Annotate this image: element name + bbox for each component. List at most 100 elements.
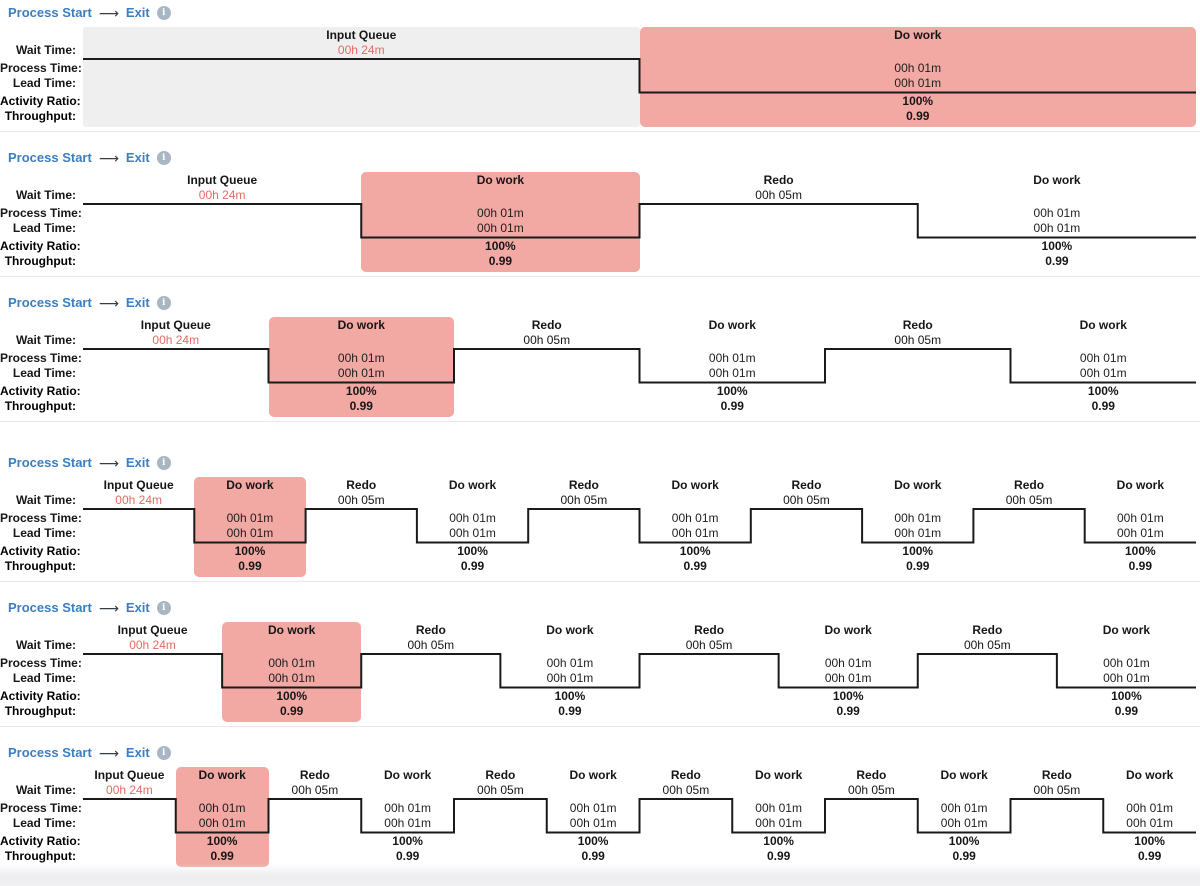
wait-time-value: 00h 05m [560, 493, 608, 507]
info-icon[interactable]: i [156, 601, 171, 615]
process-time-value: 00h 01m [268, 656, 316, 670]
process-time-value: 00h 01m [1126, 801, 1173, 815]
lead-time-label: Lead Time: [12, 671, 76, 685]
wait-time-value: 00h 05m [848, 783, 895, 797]
process-start-link[interactable]: Process Start [8, 5, 92, 20]
process-start-link[interactable]: Process Start [8, 455, 92, 470]
lead-time-value: 00h 01m [1079, 366, 1127, 380]
wait-time-value: 00h 24m [198, 188, 246, 202]
wait-time-value: 00h 24m [337, 43, 385, 57]
exit-link[interactable]: Exit [125, 600, 150, 615]
activity-ratio-label: Activity Ratio: [0, 834, 81, 848]
throughput-value: 0.99 [349, 399, 373, 413]
process-start-link[interactable]: Process Start [8, 745, 92, 760]
segment-label: Do work [1116, 478, 1164, 492]
throughput-label: Throughput: [4, 849, 76, 863]
lead-time-value: 00h 01m [755, 816, 802, 830]
process-start-link[interactable]: Process Start [8, 295, 92, 310]
segment-label: Do work [383, 768, 432, 782]
activity-ratio-label: Activity Ratio: [0, 384, 81, 398]
activity-ratio-value: 100% [679, 544, 711, 558]
info-icon[interactable]: i [156, 746, 171, 760]
segment-label: Do work [1079, 318, 1127, 332]
activity-ratio-value: 100% [276, 689, 308, 703]
info-icon[interactable]: i [156, 151, 171, 165]
exit-link[interactable]: Exit [125, 455, 150, 470]
process-time-value: 00h 01m [569, 801, 617, 815]
process-time-value: 00h 01m [337, 351, 385, 365]
process-start-link[interactable]: Process Start [8, 600, 92, 615]
segment-label: Do work [546, 623, 594, 637]
info-icon[interactable]: i [156, 456, 171, 470]
process-time-value: 00h 01m [477, 206, 524, 220]
activity-ratio-value: 100% [1087, 384, 1119, 398]
lead-time-value: 00h 01m [569, 816, 617, 830]
wait-time-value: 00h 05m [783, 493, 830, 507]
wait-time-label: Wait Time: [15, 333, 76, 347]
throughput-label: Throughput: [4, 704, 76, 718]
exit-link[interactable]: Exit [125, 5, 150, 20]
wait-time-value: 00h 05m [291, 783, 339, 797]
segment-label: Do work [824, 623, 872, 637]
lead-time-value: 00h 01m [546, 671, 594, 685]
segment-label: Input Queue [94, 768, 165, 782]
metric-labels-column: Wait Time: Process Time: Lead Time: Acti… [0, 317, 82, 417]
exit-link[interactable]: Exit [125, 150, 150, 165]
segment-label: Redo [763, 173, 794, 187]
exit-link[interactable]: Exit [125, 745, 150, 760]
lead-time-value: 00h 01m [894, 76, 942, 90]
segment-label: Redo [856, 768, 887, 782]
throughput-value: 0.99 [1091, 399, 1115, 413]
process-path-header: Process Start ⟶ Exit i [8, 295, 171, 311]
throughput-value: 0.99 [238, 559, 262, 573]
arrow-right-icon: ⟶ [98, 150, 119, 166]
activity-ratio-value: 100% [1041, 239, 1073, 253]
segment-label: Do work [1102, 623, 1151, 637]
throughput-label: Throughput: [4, 254, 76, 268]
throughput-value: 0.99 [836, 704, 860, 718]
process-time-value: 00h 01m [894, 61, 942, 75]
wait-time-value: 00h 05m [523, 333, 571, 347]
wait-time-label: Wait Time: [15, 188, 76, 202]
wait-time-value: 00h 05m [407, 638, 455, 652]
process-timeline-row: Process Start ⟶ Exit i Wait Time: Proces… [0, 0, 1200, 145]
segment-label: Input Queue [103, 478, 174, 492]
lead-time-value: 00h 01m [384, 816, 431, 830]
segment-label: Do work [476, 173, 525, 187]
activity-ratio-value: 100% [763, 834, 794, 848]
process-start-link[interactable]: Process Start [8, 150, 92, 165]
activity-ratio-value: 100% [457, 544, 488, 558]
info-icon[interactable]: i [156, 6, 171, 20]
row-divider [0, 581, 1200, 582]
process-path-header: Process Start ⟶ Exit i [8, 150, 171, 166]
segment-label: Do work [448, 478, 497, 492]
info-icon[interactable]: i [156, 296, 171, 310]
segment-label: Do work [1125, 768, 1174, 782]
segment-label: Do work [708, 318, 756, 332]
exit-link[interactable]: Exit [125, 295, 150, 310]
activity-ratio-value: 100% [832, 689, 864, 703]
lead-time-value: 00h 01m [268, 671, 316, 685]
activity-ratio-label: Activity Ratio: [0, 544, 81, 558]
segment-label: Redo [972, 623, 1003, 637]
throughput-value: 0.99 [1128, 559, 1153, 573]
